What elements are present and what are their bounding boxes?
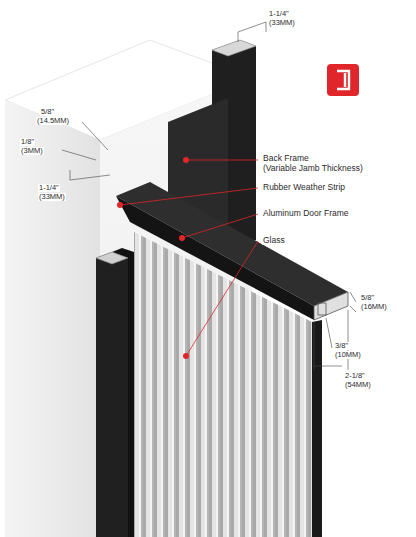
callout-label: Glass [262,236,286,245]
left-profile-top [96,252,128,264]
dimension-label: (33MM) [38,193,66,201]
dimension-label: (3MM) [20,147,44,155]
dimension-label: 5/8" [360,294,375,302]
callout-label: Rubber Weather Strip [262,183,346,192]
dimension-label: 3/8" [334,342,349,350]
glass-panel [134,232,312,537]
dimension-label: 1-1/4" [268,10,290,18]
callout-label: Aluminum Door Frame [262,209,350,218]
callout-label: (Variable Jamb Thickness) [262,164,364,173]
jamb-profile-top [212,40,256,56]
dimension-label: 1/8" [20,138,35,146]
wall-side [5,100,100,537]
leader-lines [120,160,258,356]
dimension-label: (16MM) [360,303,388,311]
dimension-label: (10MM) [334,351,362,359]
dimension-label: 1-1/4" [38,184,60,192]
door-icon [337,71,349,89]
dimension-label: (14.5MM) [36,117,70,125]
glass-edge-frame [312,320,322,537]
dimension-label: 5/8" [40,108,55,116]
header-profile [314,292,348,320]
brand-icon [327,64,359,96]
dimension-label: 2-1/8" [344,372,366,380]
dimension-label: (33MM) [268,19,296,27]
dimension-label: (54MM) [344,381,372,389]
leader-dots [117,157,189,359]
callout-label: Back Frame [262,154,310,163]
dimension-lines [62,22,356,370]
left-frame [96,252,128,537]
left-frame-edge [112,248,134,537]
